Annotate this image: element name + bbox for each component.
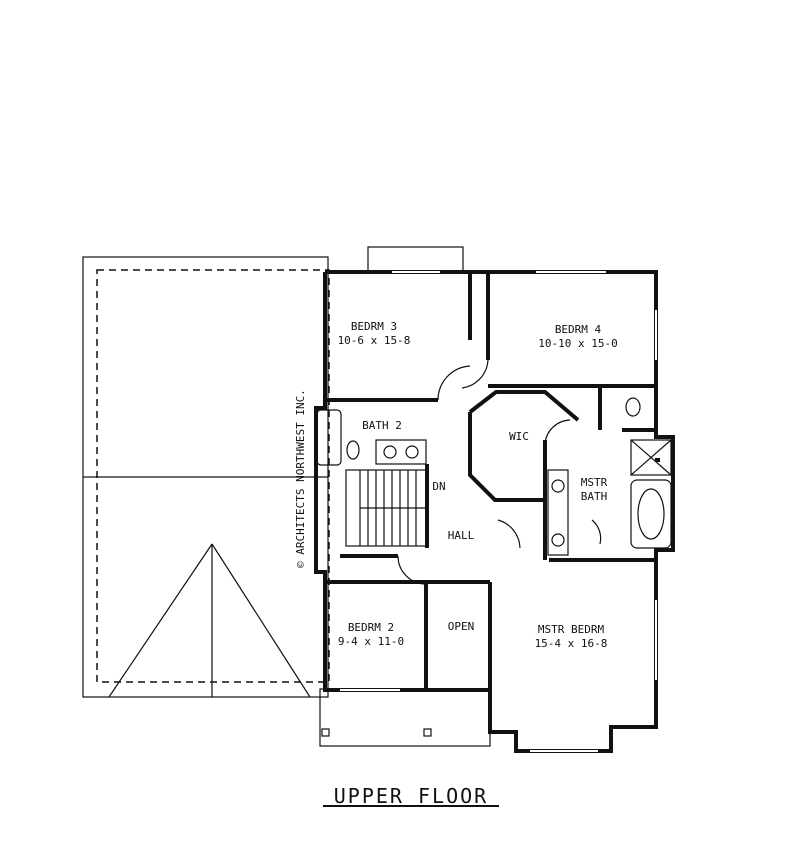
down-label: DN [432, 480, 445, 493]
door-swings [397, 359, 602, 585]
master-bath-label-2: BATH [581, 490, 608, 503]
bedroom2-dims: 9-4 x 11-0 [338, 635, 404, 648]
master-bath-label: MSTR [581, 476, 608, 489]
wic-label: WIC [509, 430, 529, 443]
bedroom2-label: BEDRM 2 [348, 621, 394, 634]
bedroom3-dims: 10-6 x 15-8 [338, 334, 411, 347]
bedroom4-dims: 10-10 x 15-0 [538, 337, 617, 350]
exterior-wall [314, 270, 675, 753]
bedroom4-label: BEDRM 4 [555, 323, 602, 336]
open-label: OPEN [448, 620, 475, 633]
floor-title: UPPER FLOOR [334, 784, 488, 808]
windows [340, 271, 657, 752]
hall-label: HALL [448, 529, 475, 542]
stairs [345, 469, 428, 547]
master-bedroom-dims: 15-4 x 16-8 [535, 637, 608, 650]
master-bath-fixtures [547, 397, 672, 556]
garage-roof [82, 256, 330, 698]
master-bedroom-label: MSTR BEDRM [538, 623, 605, 636]
bath2-label: BATH 2 [362, 419, 402, 432]
front-porch [319, 688, 491, 747]
copyright-text: © ARCHITECTS NORTHWEST INC. [294, 389, 307, 568]
bath2-fixtures [316, 409, 427, 466]
bedroom3-label: BEDRM 3 [351, 320, 397, 333]
bay-window-top [367, 246, 464, 272]
